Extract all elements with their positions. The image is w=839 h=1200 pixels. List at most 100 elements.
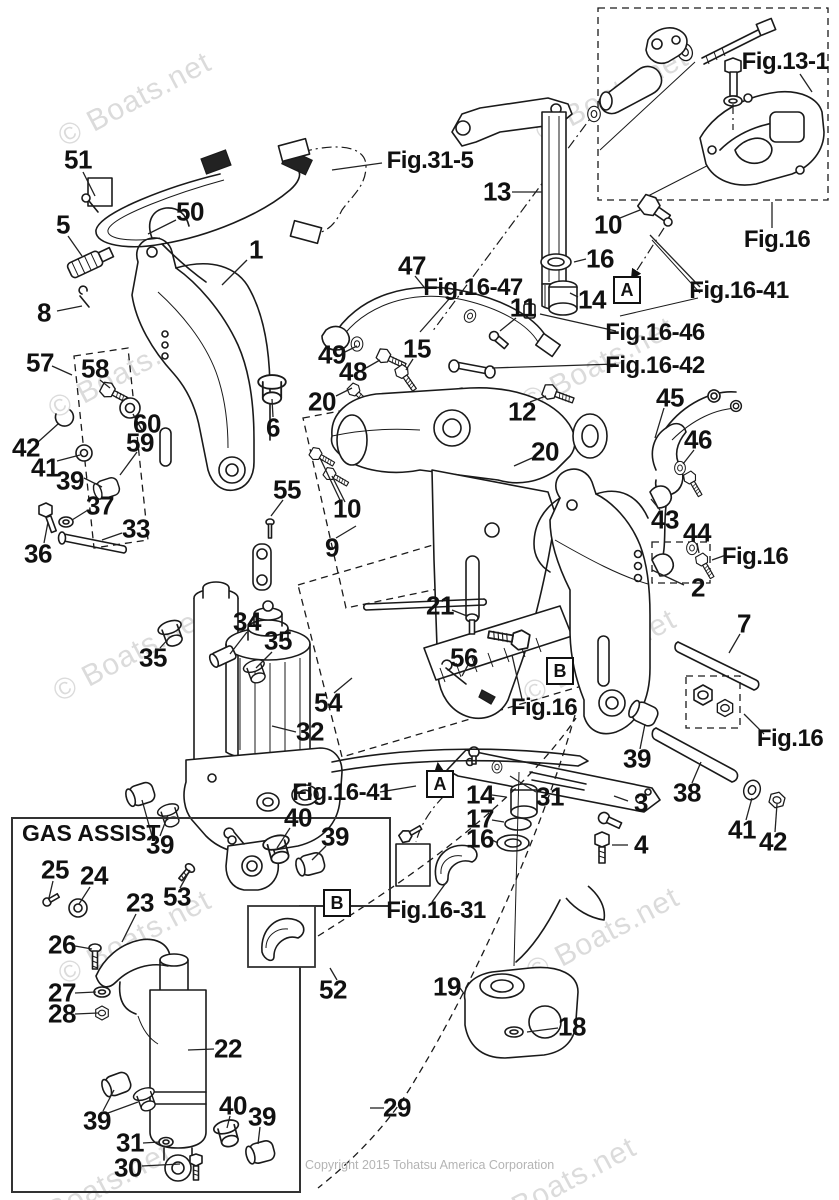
part-label-29: 29 xyxy=(383,1092,411,1123)
part-label-48: 48 xyxy=(339,356,367,387)
part-label-17: 17 xyxy=(466,803,494,834)
figure-ref-fig.16-31: Fig.16-31 xyxy=(386,897,486,924)
part-label-8: 8 xyxy=(37,297,51,328)
power-trim-unit xyxy=(122,581,589,891)
copyright-text: Copyright 2015 Tohatsu America Corporati… xyxy=(305,1158,555,1172)
figure-ref-fig.16: Fig.16 xyxy=(721,543,789,570)
stern-bracket-right xyxy=(362,468,787,811)
part-label-19: 19 xyxy=(433,971,461,1002)
part-label-33: 33 xyxy=(122,513,150,544)
part-label-13: 13 xyxy=(483,176,511,207)
part-label-21: 21 xyxy=(426,590,454,621)
figure-ref-fig.16-42: Fig.16-42 xyxy=(605,352,705,379)
part-label-28: 28 xyxy=(48,998,76,1029)
part-label-58: 58 xyxy=(81,353,109,384)
part-label-16: 16 xyxy=(586,243,614,274)
figure-ref-fig.16: Fig.16 xyxy=(743,226,811,253)
part-label-41: 41 xyxy=(31,452,59,483)
part-label-39: 39 xyxy=(248,1101,276,1132)
part-label-30: 30 xyxy=(114,1152,142,1183)
part-label-10: 10 xyxy=(594,209,622,240)
inset-fig13-1 xyxy=(587,17,825,197)
part-label-14: 14 xyxy=(578,284,606,315)
part-label-46: 46 xyxy=(684,424,712,455)
part-label-1: 1 xyxy=(249,234,263,265)
part-label-22: 22 xyxy=(214,1033,242,1064)
part-label-25: 25 xyxy=(41,854,69,885)
figure-ref-fig.16-41: Fig.16-41 xyxy=(689,277,789,304)
part-label-20: 20 xyxy=(531,436,559,467)
part-label-2: 2 xyxy=(691,572,705,603)
gas-assist-title: GAS ASSIST xyxy=(22,820,161,846)
part-label-39: 39 xyxy=(623,743,651,774)
part-label-40: 40 xyxy=(284,802,312,833)
part-label-26: 26 xyxy=(48,929,76,960)
part-label-35: 35 xyxy=(139,642,167,673)
part-label-5: 5 xyxy=(56,209,70,240)
swivel-arm-13 xyxy=(451,97,578,319)
part-label-39: 39 xyxy=(56,465,84,496)
part-label-14: 14 xyxy=(466,779,494,810)
part-label-27: 27 xyxy=(48,977,76,1008)
anode-plate-group xyxy=(395,746,661,967)
cable-47-group xyxy=(307,286,577,491)
view-marker-b: B xyxy=(323,889,351,917)
part-label-20: 20 xyxy=(308,386,336,417)
part-label-18: 18 xyxy=(558,1011,586,1042)
part-label-43: 43 xyxy=(651,504,679,535)
gas-assist-group xyxy=(11,817,391,1193)
part-label-12: 12 xyxy=(508,396,536,427)
part-label-55: 55 xyxy=(273,474,301,505)
figure-ref-fig.13-1: Fig.13-1 xyxy=(741,48,829,75)
part-label-4: 4 xyxy=(634,829,648,860)
part-label-31: 31 xyxy=(116,1127,144,1158)
callout-curves xyxy=(317,714,577,1189)
view-marker-a: A xyxy=(426,770,454,798)
part-label-32: 32 xyxy=(296,716,324,747)
harness-fig31-5 xyxy=(277,137,367,245)
part-label-39: 39 xyxy=(321,821,349,852)
part-label-54: 54 xyxy=(314,687,342,718)
part-label-57: 57 xyxy=(26,347,54,378)
part-label-16: 16 xyxy=(466,823,494,854)
part-label-51: 51 xyxy=(64,144,92,175)
part-label-44: 44 xyxy=(683,517,711,548)
left-fastener-column xyxy=(38,374,287,591)
part-label-39: 39 xyxy=(83,1105,111,1136)
part-label-41: 41 xyxy=(728,814,756,845)
part-label-9: 9 xyxy=(325,532,339,563)
part-label-50: 50 xyxy=(176,196,204,227)
part-label-7: 7 xyxy=(737,608,751,639)
view-marker-a: A xyxy=(613,276,641,304)
figure-ref-fig.16-47: Fig.16-47 xyxy=(423,274,523,301)
part-label-47: 47 xyxy=(398,250,426,281)
part-label-37: 37 xyxy=(86,490,114,521)
part-label-15: 15 xyxy=(403,333,431,364)
stern-bracket-left xyxy=(131,207,271,492)
part-label-10: 10 xyxy=(333,493,361,524)
part-label-36: 36 xyxy=(24,538,52,569)
part-label-40: 40 xyxy=(219,1090,247,1121)
figure-ref-fig.16: Fig.16 xyxy=(756,725,824,752)
part-label-39: 39 xyxy=(146,829,174,860)
part-label-34: 34 xyxy=(233,606,261,637)
part-label-52: 52 xyxy=(319,974,347,1005)
view-marker-b: B xyxy=(546,657,574,685)
part-label-49: 49 xyxy=(318,339,346,370)
part-label-59: 59 xyxy=(126,427,154,458)
figure-ref-fig.16-46: Fig.16-46 xyxy=(605,319,705,346)
part-label-56: 56 xyxy=(450,642,478,673)
part-label-38: 38 xyxy=(673,777,701,808)
part-label-31: 31 xyxy=(536,781,564,812)
part-label-42: 42 xyxy=(759,826,787,857)
figure-ref-fig.16: Fig.16 xyxy=(510,694,578,721)
part-label-24: 24 xyxy=(80,860,108,891)
figure-ref-fig.31-5: Fig.31-5 xyxy=(386,147,474,174)
part-label-53: 53 xyxy=(163,881,191,912)
part-label-35: 35 xyxy=(264,625,292,656)
part-label-3: 3 xyxy=(634,787,648,818)
part-label-23: 23 xyxy=(126,887,154,918)
figure-ref-fig.16-41: Fig.16-41 xyxy=(292,779,392,806)
part-label-6: 6 xyxy=(266,412,280,443)
